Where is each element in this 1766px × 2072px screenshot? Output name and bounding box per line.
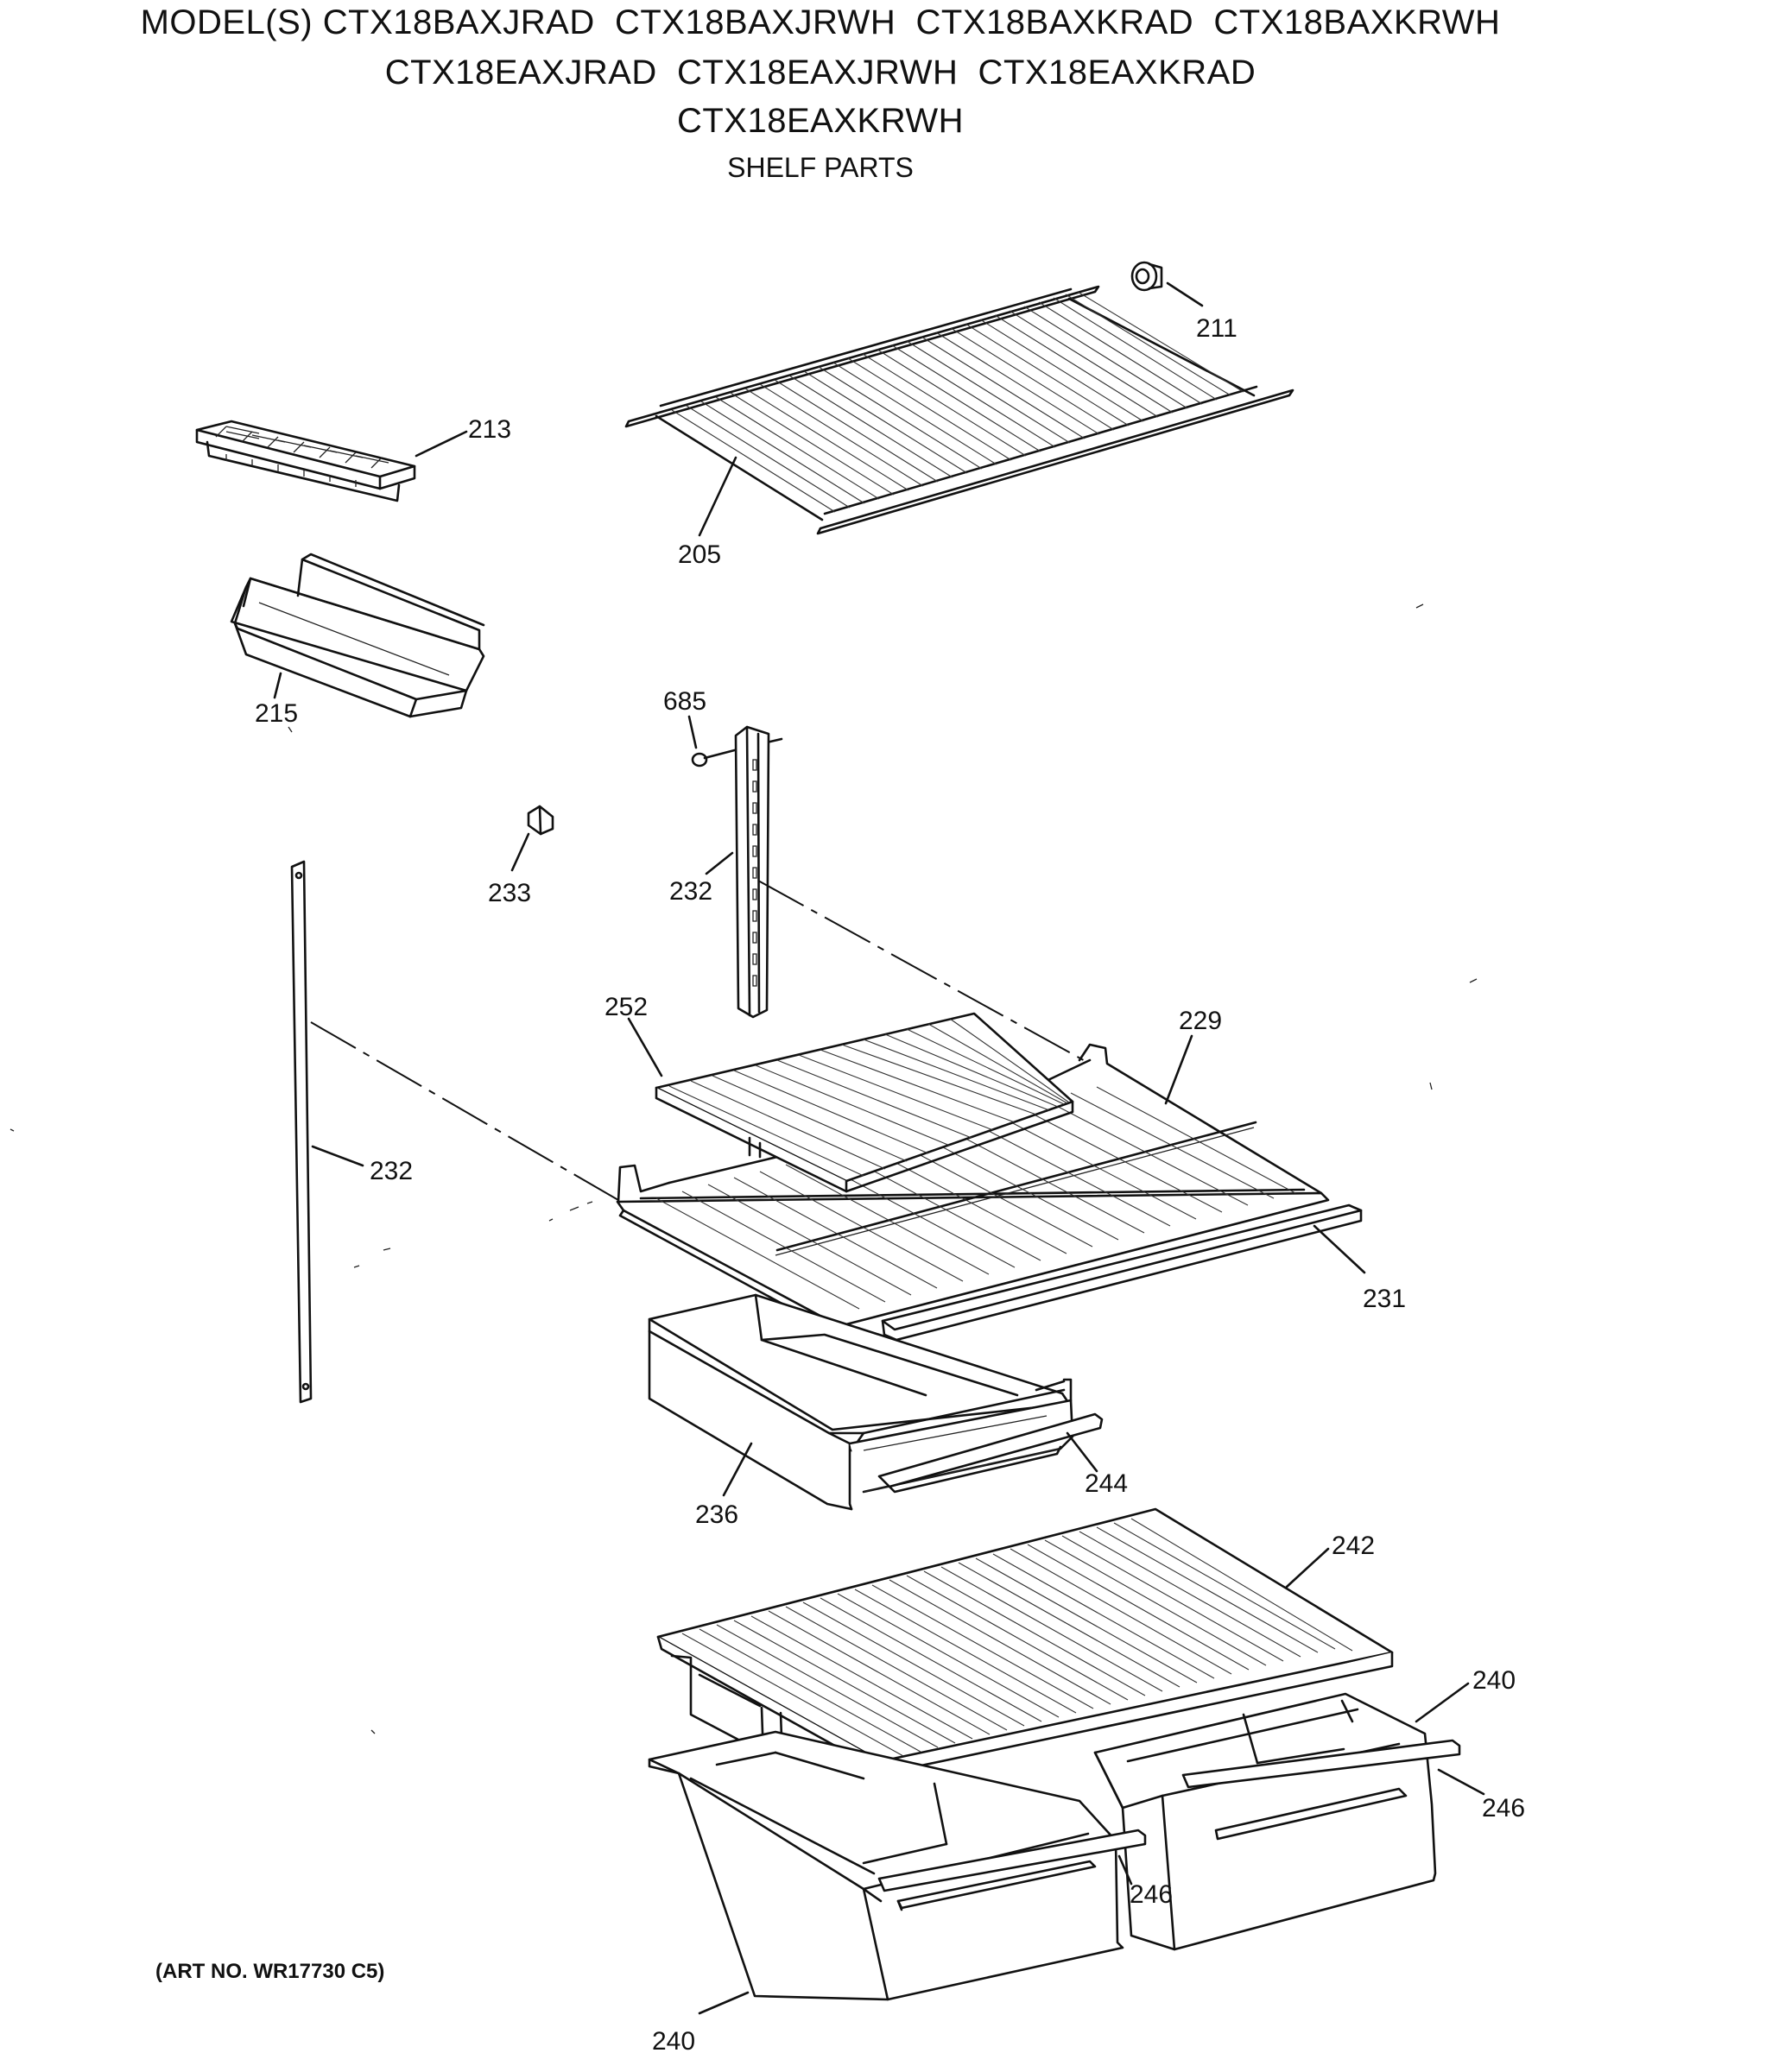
part-236-meat-pan [648,1293,1074,1511]
section-title: SHELF PARTS [727,152,914,183]
callout-685: 685 [663,687,706,716]
callout-252: 252 [604,993,648,1021]
callout-211: 211 [1196,314,1237,343]
part-244-drawer-handle [877,1412,1104,1494]
part-211-drawing [1130,261,1204,307]
callout-244: 244 [1085,1469,1128,1498]
callout-231: 231 [1363,1285,1406,1313]
part-240-left-crisper [648,1730,1124,2015]
part-240-right-crisper [1093,1682,1470,1951]
callout-240-left: 240 [652,2027,695,2056]
part-246-right-handle [1181,1739,1485,1796]
callout-240-right: 240 [1472,1666,1516,1695]
part-232-upper-shelf-rail [705,725,770,1019]
callout-229: 229 [1179,1007,1222,1035]
callout-205: 205 [678,540,721,569]
alignment-line-left [310,1021,619,1201]
model-list-line-3: CTX18EAXKRWH [676,102,964,140]
callout-232-upper: 232 [669,877,712,906]
stray-marks [9,603,1478,1734]
part-213-ice-tray [195,420,468,502]
alignment-line-upper [757,880,1091,1064]
part-233-clip [510,805,554,872]
callout-236: 236 [695,1500,738,1529]
callout-215: 215 [255,699,298,728]
art-number: (ART NO. WR17730 C5) [155,1960,385,1983]
model-list-line-1: MODEL(S) CTX18BAXJRAD CTX18BAXJRWH CTX18… [140,3,1501,41]
callout-213: 213 [468,415,511,444]
callout-233: 233 [488,879,531,907]
part-252-shelf-insert [627,1012,1074,1193]
callout-242: 242 [1332,1532,1375,1560]
model-list-line-2: CTX18EAXJRAD CTX18EAXJRWH CTX18EAXKRAD [384,54,1256,92]
callout-246-right: 246 [1482,1794,1525,1822]
part-205-wire-shelf [624,285,1294,537]
part-242-crisper-cover [656,1507,1394,1787]
callout-246-left: 246 [1130,1880,1173,1909]
part-232-left-shelf-rail [290,860,364,1404]
part-215-bin [230,553,485,733]
callout-232-left: 232 [370,1157,413,1185]
part-246-left-handle [877,1829,1147,1892]
